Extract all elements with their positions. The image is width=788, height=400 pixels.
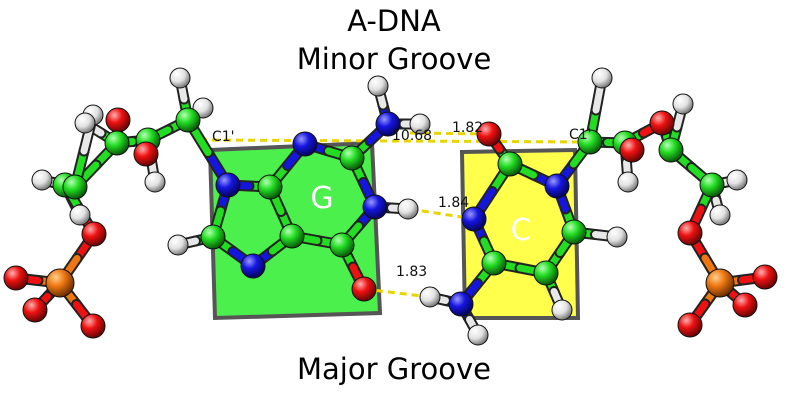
carbon-atom [175,107,201,133]
hydrogen-atom [726,169,748,191]
hbond-bottom-label: 1.83 [396,264,427,280]
major-groove-label: Major Groove [297,352,491,386]
guanine-label: G [310,181,333,216]
oxygen-atom [105,107,131,133]
hydrogen-atom [617,171,639,193]
c1-distance-line [199,138,591,144]
oxygen-atom [732,292,758,318]
c1-right-label: C1' [569,127,592,143]
c1-distance-label: 10.68 [392,128,432,144]
carbon-atom [329,232,355,258]
nitrogen-atom [362,194,388,220]
carbon-atom [497,151,523,177]
hydrogen-atom [419,286,441,308]
oxygen-atom [752,264,778,290]
hydrogen-atom [144,171,166,193]
hydrogen-atom [169,67,191,89]
hydrogen-atom [467,324,489,346]
carbon-atom [62,174,88,200]
hydrogen-atom [709,204,731,226]
carbon-atom [577,129,603,155]
carbon-atom [658,137,684,163]
hbond-top-label: 1.82 [452,120,483,136]
phosphorus-atom [45,268,75,298]
hydrogen-atom [367,75,389,97]
hydrogen-atom [591,67,613,89]
hydrogen-atom [409,113,431,135]
nitrogen-atom [215,172,241,198]
oxygen-atom [80,313,106,339]
hydrogen-atom [606,226,628,248]
hydrogen-atom [167,234,189,256]
hydrogen-atom [69,204,91,226]
oxygen-atom [22,297,48,323]
hydrogen-atom [672,93,694,115]
carbon-atom [699,172,725,198]
carbon-atom [481,250,507,276]
carbon-atom [339,145,365,171]
hydrogen-atom [551,299,573,321]
carbon-atom [200,224,226,250]
molecule-atoms [3,67,778,346]
oxygen-atom [476,121,502,147]
carbon-atom [104,130,130,156]
carbon-atom [279,223,305,249]
oxygen-atom [351,276,377,302]
oxygen-atom [649,110,675,136]
nitrogen-atom [461,206,487,232]
hydrogen-atom [31,169,53,191]
hydrogen-atom [397,198,419,220]
nitrogen-atom [448,291,474,317]
carbon-atom [533,260,559,286]
c1-left-label: C1' [212,129,235,145]
oxygen-atom [619,137,645,163]
minor-groove-label: Minor Groove [296,42,492,76]
phosphorus-atom [705,268,735,298]
hbond-middle-label: 1.84 [438,195,469,211]
nitrogen-atom [292,131,318,157]
cytosine-label: C [511,213,532,248]
diagram-title: A-DNA [347,4,441,38]
oxygen-atom [677,220,703,246]
carbon-atom [561,219,587,245]
hydrogen-atom [74,112,96,134]
oxygen-atom [133,141,159,167]
carbon-atom [257,174,283,200]
nitrogen-atom [240,253,266,279]
oxygen-atom [81,221,107,247]
nitrogen-atom [375,111,401,137]
nitrogen-atom [544,173,570,199]
oxygen-atom [677,312,703,338]
oxygen-atom [3,265,29,291]
